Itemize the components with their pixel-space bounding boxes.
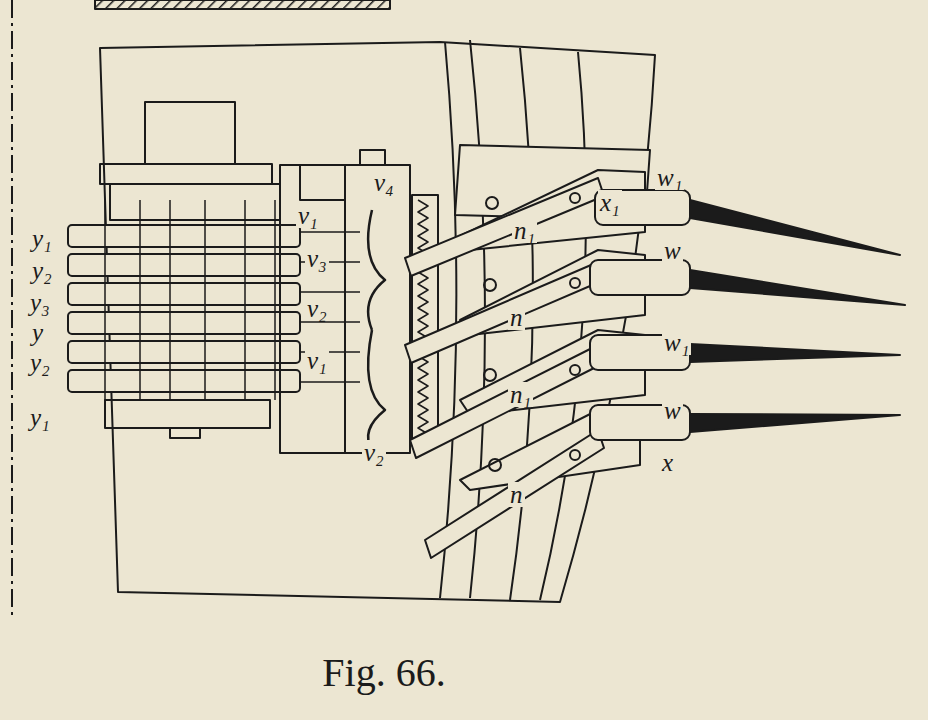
callout-letter: v₁	[296, 203, 320, 228]
callout-letter: y	[30, 320, 45, 345]
callout-letter: y₃	[28, 290, 52, 315]
callout-letter: v₁	[305, 348, 329, 373]
callout-letter: w₁	[662, 330, 691, 355]
callout-letter: w₁	[655, 165, 684, 190]
callout-letter: n₁	[508, 382, 533, 407]
callout-letter: n	[508, 482, 525, 507]
callout-letter: w	[662, 398, 683, 423]
callout-letter: x	[660, 450, 675, 475]
callout-letter: w	[662, 238, 683, 263]
callout-letter: v₂	[305, 296, 329, 321]
callout-letter: y₂	[30, 258, 54, 283]
callout-letter: y₁	[30, 226, 54, 251]
callout-letter: v₂	[362, 440, 386, 465]
callout-letter: v₄	[372, 170, 396, 195]
callout-letter: y₂	[28, 350, 52, 375]
callout-letter: y₁	[28, 405, 52, 430]
callout-letter: n	[508, 305, 525, 330]
callout-letter: v₃	[305, 246, 329, 271]
callout-letter: x₁	[598, 190, 622, 215]
figure-caption: Fig. 66.	[322, 649, 445, 696]
callout-letter: n₁	[512, 218, 537, 243]
